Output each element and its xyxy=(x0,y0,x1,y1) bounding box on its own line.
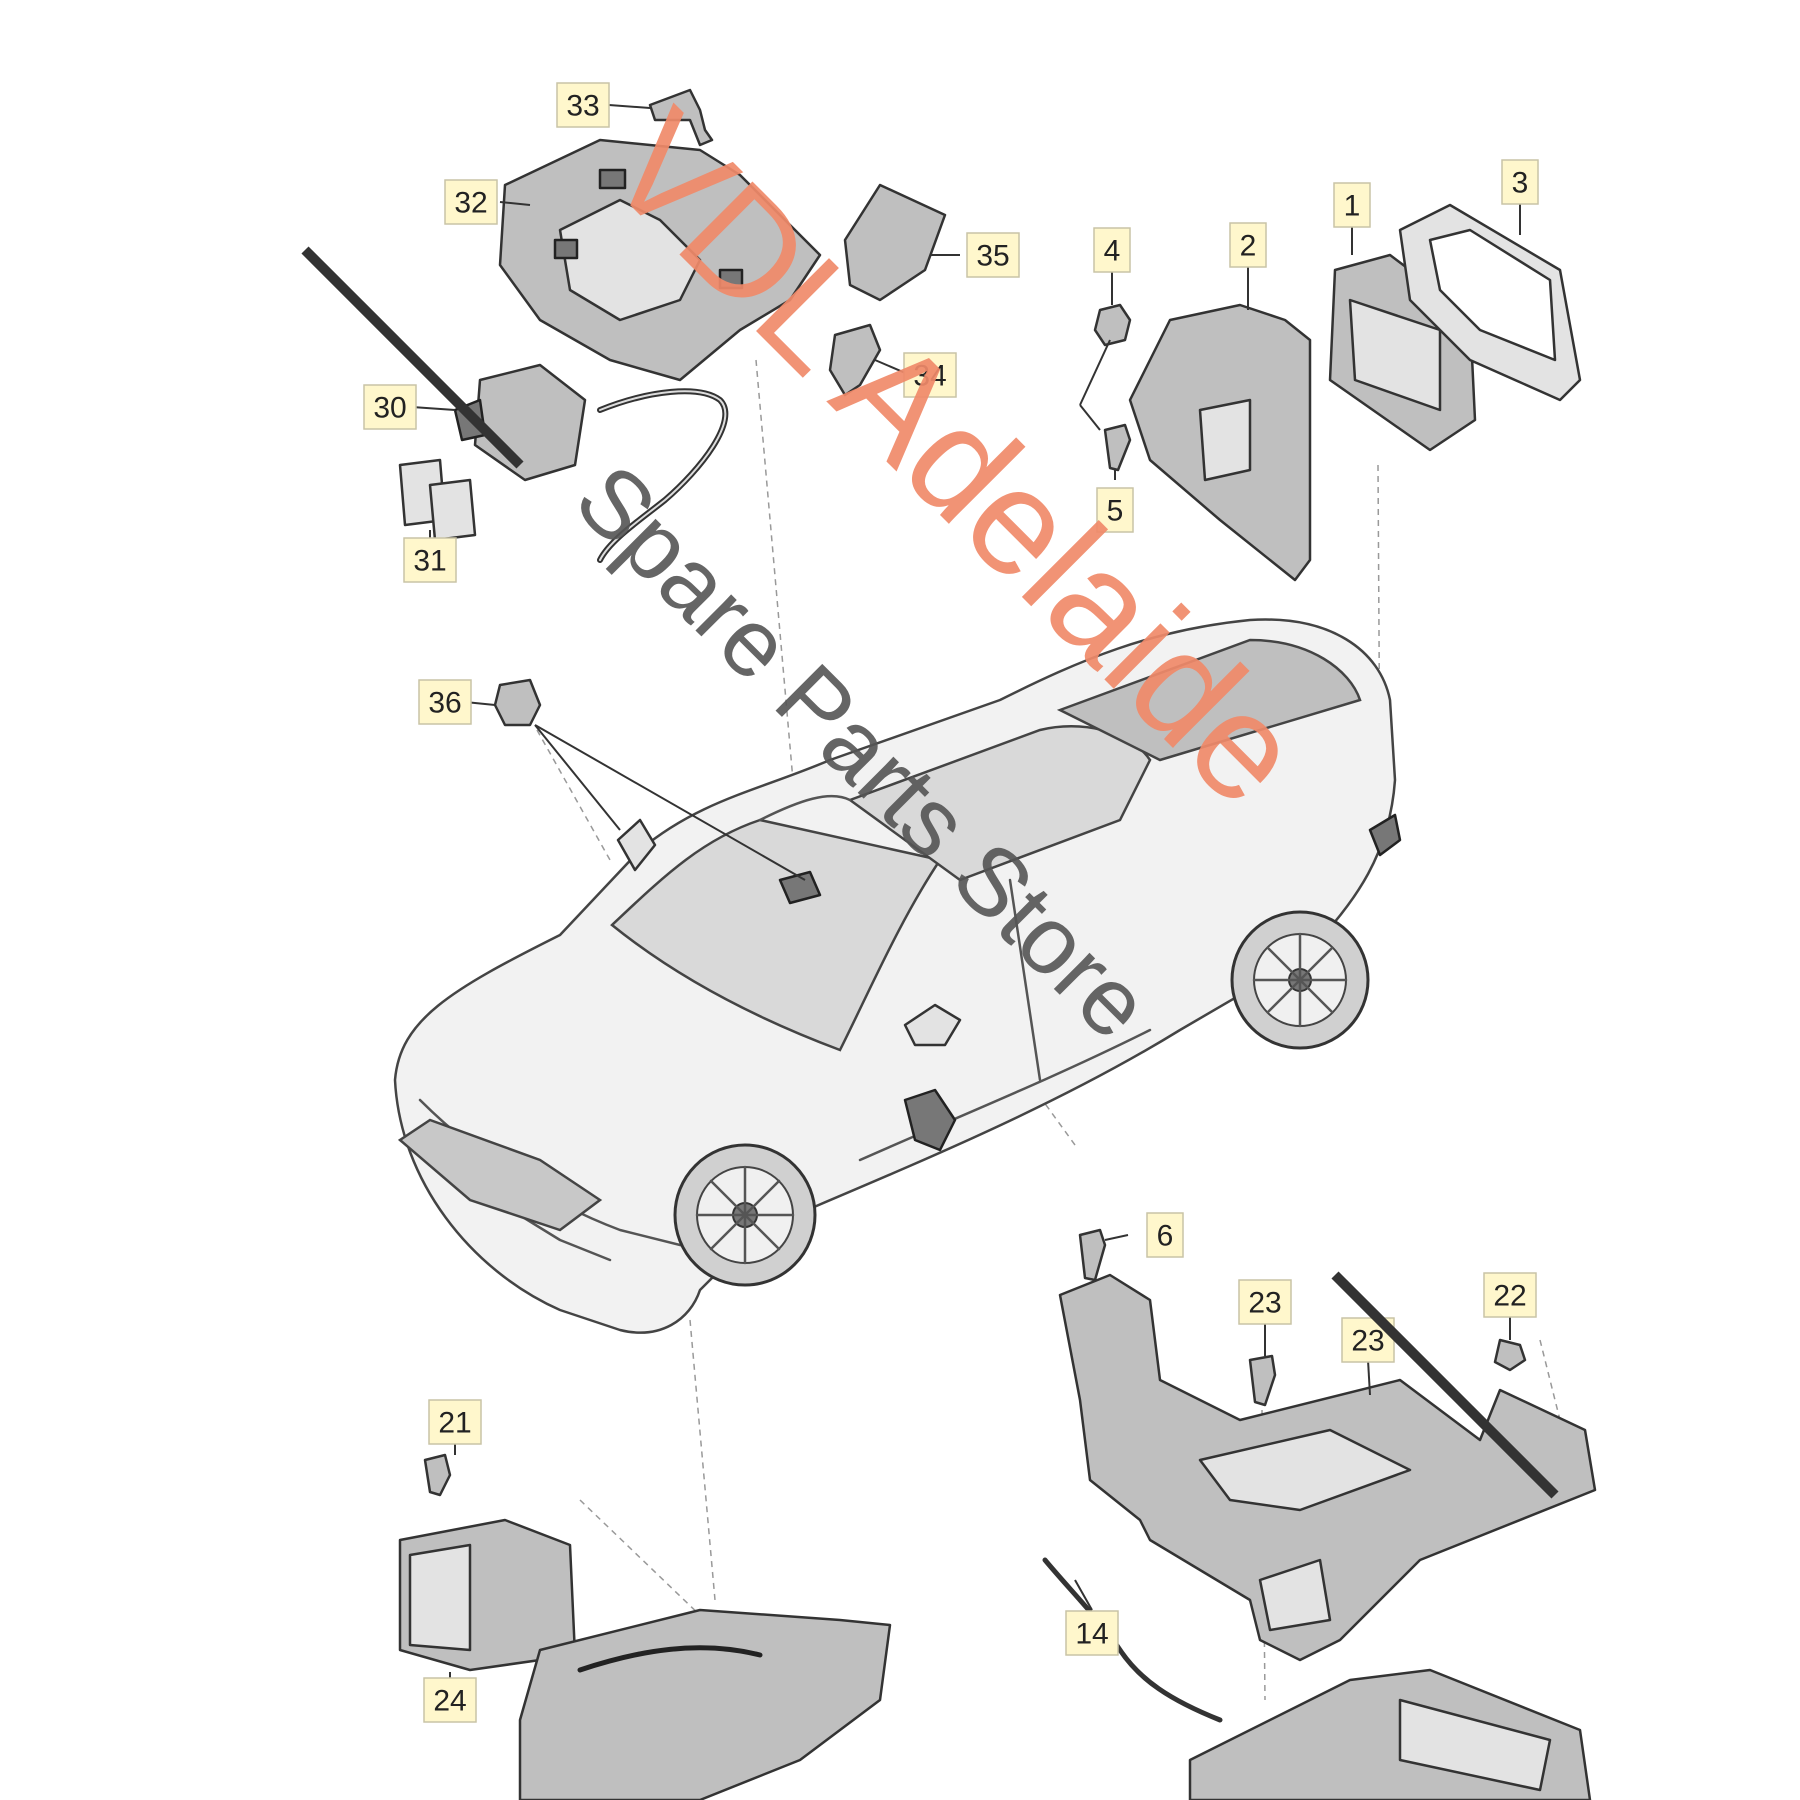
callout-24: 24 xyxy=(423,1677,477,1723)
callout-box xyxy=(403,537,457,583)
callout-number: 4 xyxy=(1104,235,1121,268)
callout-31: 31 xyxy=(403,537,457,583)
callout-number: 31 xyxy=(413,545,446,578)
callout-14: 14 xyxy=(1065,1610,1119,1656)
callout-box xyxy=(363,384,417,430)
callout-32: 32 xyxy=(444,179,498,225)
callout-30: 30 xyxy=(363,384,417,430)
part-23-bolt-b xyxy=(1493,1338,1527,1372)
callout-number: 22 xyxy=(1493,1280,1526,1313)
callout-box xyxy=(1238,1279,1292,1325)
part-35-cover xyxy=(843,183,947,302)
callout-number: 3 xyxy=(1512,167,1529,200)
callout-box xyxy=(1501,159,1539,205)
callout-box xyxy=(1096,487,1134,533)
callout-box xyxy=(1229,222,1267,268)
callout-number: 21 xyxy=(438,1407,471,1440)
part-14-bolt xyxy=(423,1453,452,1497)
callout-box xyxy=(418,679,472,725)
callout-box xyxy=(423,1677,477,1723)
callout-box xyxy=(428,1399,482,1445)
callout-36: 36 xyxy=(418,679,472,725)
callout-number: 2 xyxy=(1240,230,1257,263)
callout-5: 5 xyxy=(1096,487,1134,533)
callout-22: 22 xyxy=(1483,1272,1537,1318)
callout-3: 3 xyxy=(1501,159,1539,205)
part-34-cover-small xyxy=(828,323,882,397)
car-illustration xyxy=(393,618,1402,1334)
part-23-bolt-a xyxy=(1078,1228,1107,1282)
part-24-cable xyxy=(1042,1557,1223,1723)
callout-35: 35 xyxy=(966,232,1020,278)
callout-box xyxy=(966,232,1020,278)
callout-number: 30 xyxy=(373,392,406,425)
part-3-bracket-frame xyxy=(1398,203,1582,402)
callout-23: 23 xyxy=(1341,1317,1395,1363)
callout-box xyxy=(1093,227,1131,273)
part-5-bolt xyxy=(1103,423,1132,472)
callout-box xyxy=(903,352,957,398)
callout-number: 24 xyxy=(433,1685,466,1718)
callout-number: 32 xyxy=(454,187,487,220)
callout-number: 36 xyxy=(428,687,461,720)
callout-21: 21 xyxy=(428,1399,482,1445)
callout-box xyxy=(1146,1212,1184,1258)
callout-number: 1 xyxy=(1344,190,1361,223)
part-36-cable xyxy=(597,388,729,563)
watermark-stripe-top xyxy=(301,246,524,469)
callout-number: 23 xyxy=(1351,1325,1384,1358)
callout-box xyxy=(556,82,610,128)
callout-box xyxy=(444,179,498,225)
part-32-roof-console-frame xyxy=(498,138,822,382)
part-4-nut xyxy=(1093,303,1132,347)
callout-number: 34 xyxy=(913,360,946,393)
callout-33: 33 xyxy=(556,82,610,128)
part-21-mounting-bracket xyxy=(1058,1273,1597,1662)
part-22-bolt xyxy=(1248,1354,1277,1407)
callout-box xyxy=(1333,182,1371,228)
callout-6: 6 xyxy=(1146,1212,1184,1258)
watermark-stripe-bottom xyxy=(1331,1271,1559,1499)
part-31-pads xyxy=(398,458,477,542)
callout-1: 1 xyxy=(1333,182,1371,228)
callout-23: 23 xyxy=(1238,1279,1292,1325)
callout-2: 2 xyxy=(1229,222,1267,268)
callout-number: 23 xyxy=(1248,1287,1281,1320)
part-control-unit-bottom-right xyxy=(1188,1668,1592,1800)
part-2-bracket xyxy=(1128,303,1312,582)
part-6-sensor xyxy=(493,678,542,727)
callout-number: 33 xyxy=(566,90,599,123)
callout-box xyxy=(1065,1610,1119,1656)
callout-4: 4 xyxy=(1093,227,1131,273)
callout-number: 14 xyxy=(1075,1618,1108,1651)
callout-number: 35 xyxy=(976,240,1009,273)
part-bracket-bottom-left xyxy=(518,1608,892,1800)
callout-box xyxy=(1483,1272,1537,1318)
part-33-clip xyxy=(648,88,714,147)
callout-number: 5 xyxy=(1107,495,1124,528)
callout-34: 34 xyxy=(903,352,957,398)
callout-number: 6 xyxy=(1157,1220,1174,1253)
